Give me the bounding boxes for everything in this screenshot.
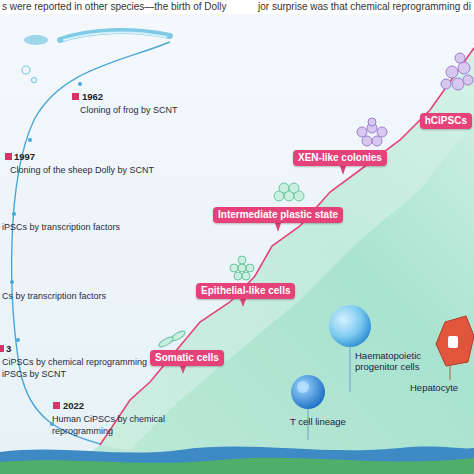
cell-label: Haematopoietic progenitor cells xyxy=(355,350,447,372)
stage-box: Epithelial-like cells xyxy=(196,283,295,299)
xen-cluster xyxy=(357,53,473,146)
cell-label: T cell lineage xyxy=(290,416,346,427)
t-cell xyxy=(291,375,325,409)
running-text: s were reported in other species—the bir… xyxy=(2,1,227,12)
year-label: 1997 xyxy=(14,151,35,162)
pointer xyxy=(340,166,346,175)
background xyxy=(0,14,474,474)
progenitor-cell xyxy=(329,305,371,347)
year-label: 2022 xyxy=(63,400,84,411)
leader-line xyxy=(450,366,451,380)
ground xyxy=(0,458,474,474)
year-label: 1962 xyxy=(82,91,103,102)
event-label: iPSCs by transcription factors xyxy=(2,222,120,233)
stage-label: Somatic cells xyxy=(155,352,219,363)
event-label: Human CiPSCs by chemical xyxy=(52,414,165,425)
leader-line xyxy=(350,347,351,392)
event-label: iPSCs by SCNT xyxy=(2,369,66,380)
running-text: jor surprise was that chemical reprogram… xyxy=(258,1,471,12)
ground xyxy=(0,447,474,474)
stage-label: Intermediate plastic state xyxy=(218,209,338,220)
stage-box: hCiPSCs xyxy=(420,113,472,129)
pointer xyxy=(275,223,281,232)
year-label: 3 xyxy=(6,343,11,354)
stage-label: Epithelial-like cells xyxy=(201,285,290,296)
stage-label: hCiPSCs xyxy=(425,115,467,126)
pointer xyxy=(180,366,186,374)
cell-label: Hepatocyte xyxy=(410,382,458,393)
mountain xyxy=(60,48,474,474)
pointer xyxy=(240,299,246,307)
event-label: reprogramming xyxy=(52,426,113,437)
event-label: Cloning of frog by SCNT xyxy=(80,105,178,116)
stage-box: Somatic cells xyxy=(150,350,224,366)
frog-illustration xyxy=(22,31,170,82)
event-label: Cs by transcription factors xyxy=(2,291,106,302)
hepatocyte-nucleus xyxy=(448,336,458,348)
stage-box: Intermediate plastic state xyxy=(213,207,343,223)
event-label: CiPSCs by chemical reprogramming xyxy=(2,357,147,368)
timeline xyxy=(12,42,170,444)
event-label: Cloning of the sheep Dolly by SCNT xyxy=(10,165,154,176)
hepatocyte-cell xyxy=(436,316,474,366)
stage-label: XEN-like colonies xyxy=(298,152,382,163)
stage-box: XEN-like colonies xyxy=(293,150,387,166)
